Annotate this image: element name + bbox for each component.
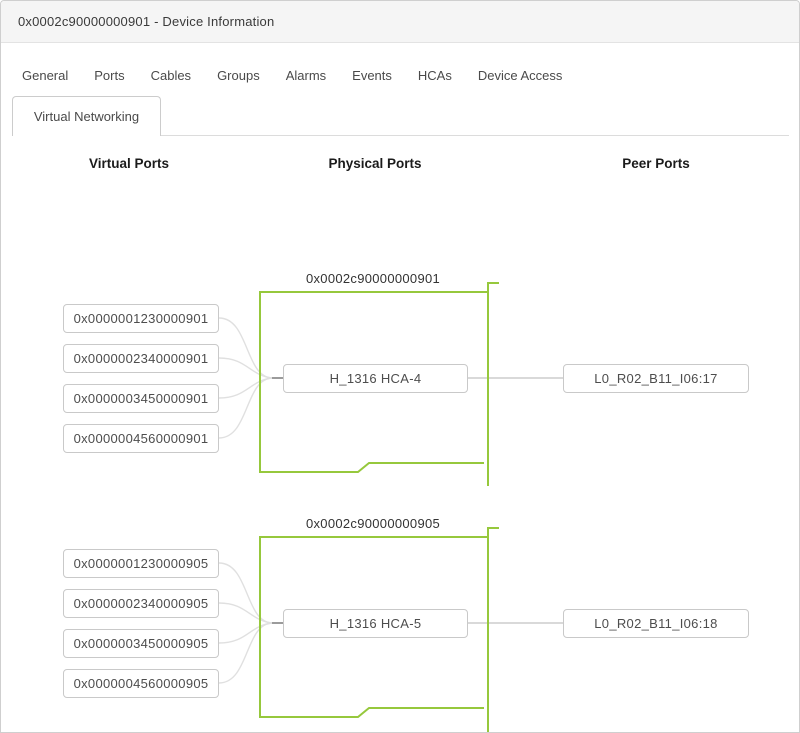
virtual-port-box[interactable]: 0x0000002340000905 [63,589,219,618]
tab-alarms[interactable]: Alarms [285,68,327,83]
column-header-physical-ports: Physical Ports [328,156,422,171]
tab-underline [161,135,789,136]
column-header-virtual-ports: Virtual Ports [88,156,170,171]
window-titlebar: 0x0002c90000000901 - Device Information [1,1,799,43]
virtual-port-curve [218,622,273,684]
tab-bar: General Ports Cables Groups Alarms Event… [22,68,562,83]
virtual-port-curve [218,377,273,399]
tab-device-access[interactable]: Device Access [477,68,563,83]
tab-virtual-networking[interactable]: Virtual Networking [12,96,161,136]
tab-events[interactable]: Events [352,68,392,83]
device-bracket [487,282,499,486]
virtual-port-box[interactable]: 0x0000003450000905 [63,629,219,658]
virtual-port-curve [218,317,273,379]
tab-ports[interactable]: Ports [94,68,125,83]
virtual-port-curve [218,622,273,644]
column-header-peer-ports: Peer Ports [622,156,690,171]
tab-general[interactable]: General [22,68,69,83]
virtual-port-curve [218,377,273,439]
device-guid-label: 0x0002c90000000901 [305,271,441,286]
virtual-port-curve [218,562,273,624]
tab-hcas[interactable]: HCAs [417,68,452,83]
physical-port-box[interactable]: H_1316 HCA-4 [283,364,468,393]
device-bracket [487,527,499,732]
tab-groups[interactable]: Groups [217,68,260,83]
virtual-port-box[interactable]: 0x0000001230000905 [63,549,219,578]
virtual-port-box[interactable]: 0x0000003450000901 [63,384,219,413]
peer-port-box[interactable]: L0_R02_B11_I06:18 [563,609,749,638]
window-title: 0x0002c90000000901 - Device Information [18,14,275,29]
virtual-port-curve [218,357,273,379]
virtual-port-box[interactable]: 0x0000001230000901 [63,304,219,333]
virtual-port-box[interactable]: 0x0000002340000901 [63,344,219,373]
virtual-port-curve [218,602,273,624]
virtual-port-box[interactable]: 0x0000004560000905 [63,669,219,698]
physical-port-box[interactable]: H_1316 HCA-5 [283,609,468,638]
device-guid-label: 0x0002c90000000905 [305,516,441,531]
virtual-port-box[interactable]: 0x0000004560000901 [63,424,219,453]
peer-port-box[interactable]: L0_R02_B11_I06:17 [563,364,749,393]
tab-cables[interactable]: Cables [150,68,192,83]
